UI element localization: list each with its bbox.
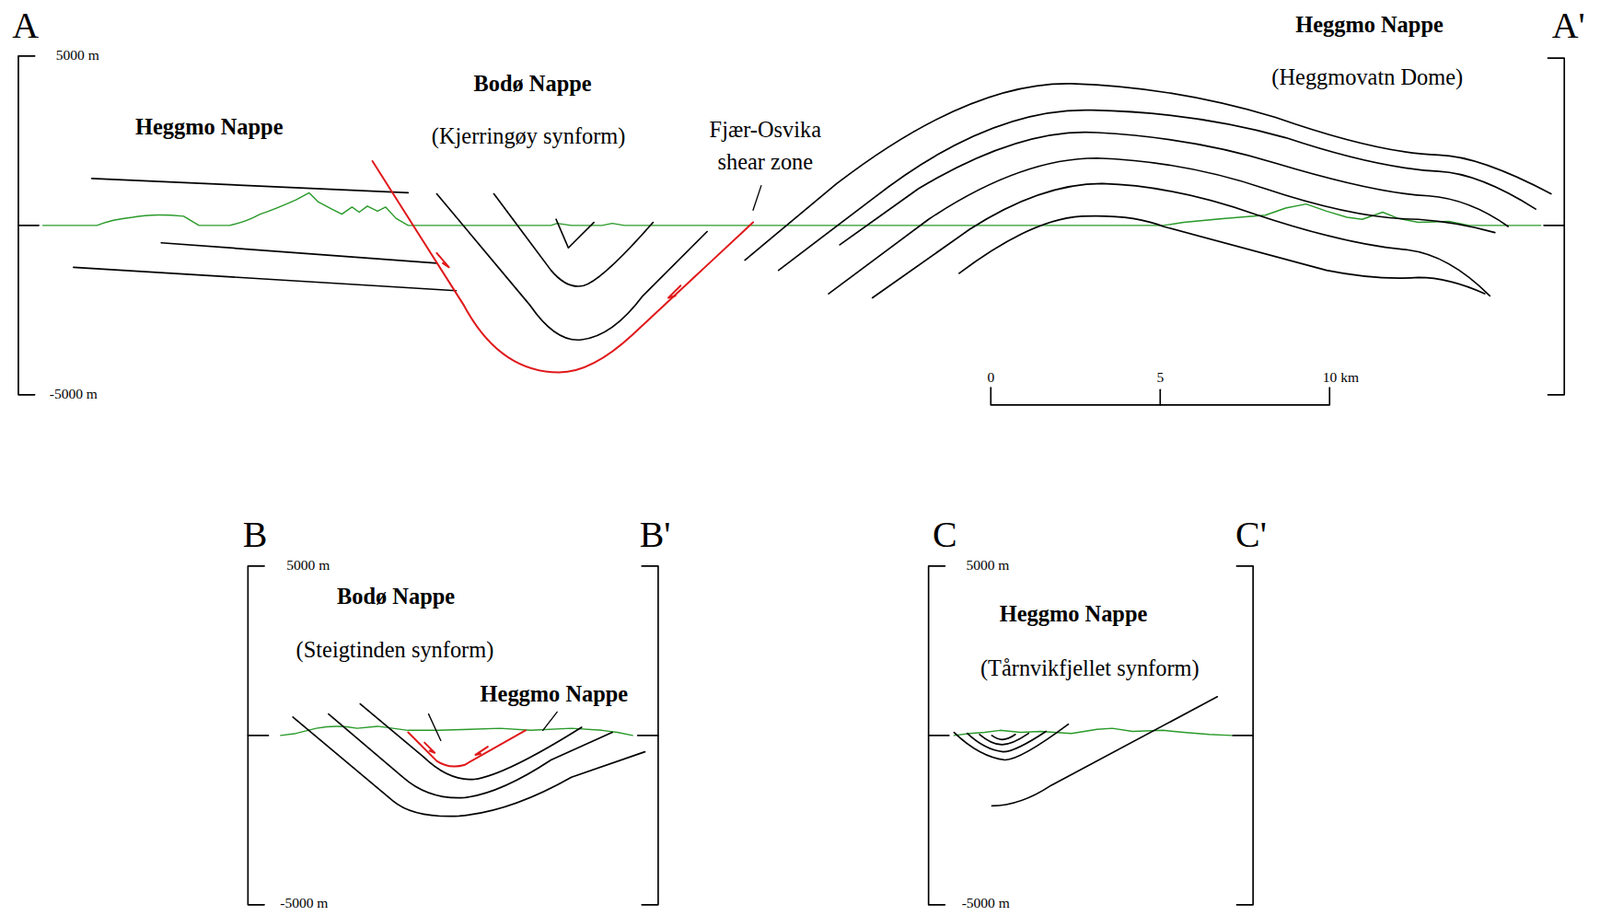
section-label: B' xyxy=(639,514,672,557)
nappe-name: Bodø Nappe xyxy=(474,70,592,97)
section-label: -5000 m xyxy=(49,386,98,404)
section-label: -5000 m xyxy=(962,895,1010,913)
brackets xyxy=(18,56,1565,905)
section-label: A xyxy=(11,5,39,48)
section-label: 0 xyxy=(986,370,995,387)
section-label: -5000 m xyxy=(279,895,328,913)
section-label: C xyxy=(932,514,958,557)
nappe-name: Heggmo Nappe xyxy=(480,680,629,707)
topography xyxy=(43,192,1542,735)
section-label: 5 xyxy=(1156,370,1164,387)
section-label: C' xyxy=(1235,514,1267,557)
shear-zones xyxy=(372,161,754,766)
section-label: (Heggmovatn Dome) xyxy=(1271,64,1463,91)
section-label: 5000 m xyxy=(286,557,330,575)
section-label: 5000 m xyxy=(965,557,1009,575)
nappe-name: Heggmo Nappe xyxy=(999,601,1148,627)
section-label: 5000 m xyxy=(56,47,100,65)
nappe-name: Heggmo Nappe xyxy=(1295,11,1444,38)
section-label: 10 km xyxy=(1322,370,1359,387)
section-label: Fjær-Osvika shear zone xyxy=(688,113,842,179)
nappe-name: Bodø Nappe xyxy=(336,583,455,610)
section-label: A' xyxy=(1552,5,1586,48)
section-label: (Kjerringøy synform) xyxy=(431,122,627,149)
scale-bar xyxy=(990,387,1330,406)
nappe-name: Heggmo Nappe xyxy=(135,113,284,140)
strata xyxy=(73,83,1552,817)
section-label: (Steigtinden synform) xyxy=(296,637,495,663)
section-label: B xyxy=(243,514,268,557)
section-label: (Tårnvikfjellet synform) xyxy=(980,655,1200,682)
